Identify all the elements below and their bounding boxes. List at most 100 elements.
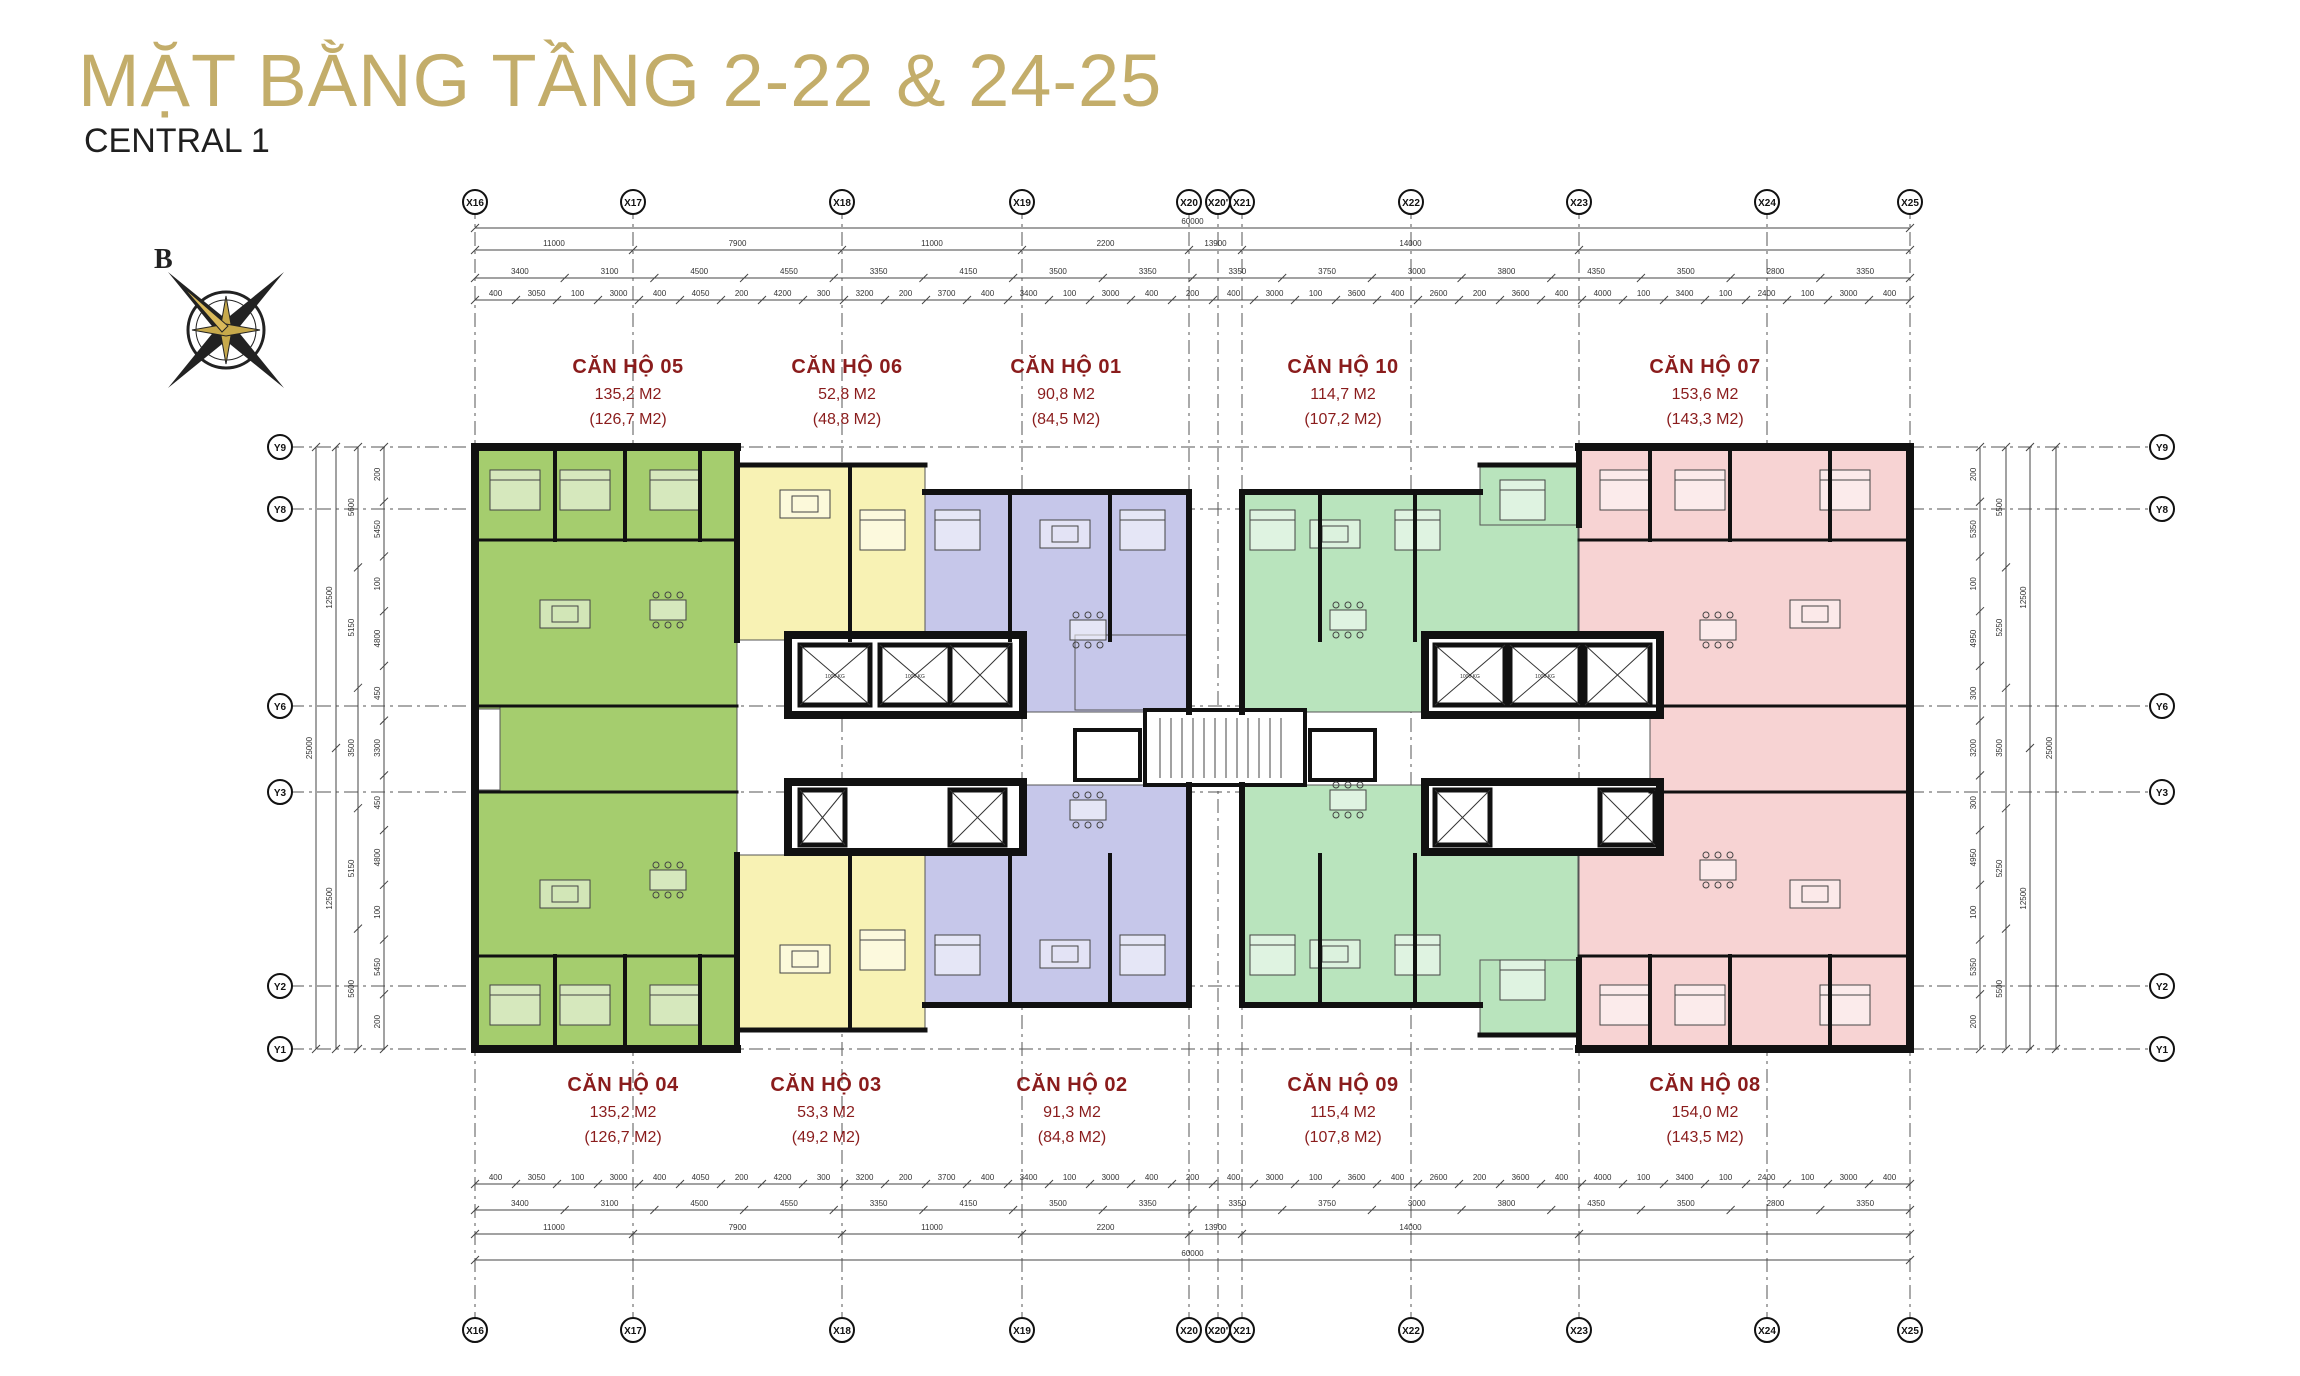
axis-label: X20 bbox=[1180, 198, 1198, 209]
dim-right-total-tick bbox=[2051, 442, 2061, 452]
dim-row3-text: 3000 bbox=[1840, 1173, 1858, 1182]
dim-row3-text: 4000 bbox=[1594, 1173, 1612, 1182]
dim-row2-tick bbox=[829, 1205, 839, 1215]
axis-bubble bbox=[1398, 1317, 1424, 1343]
chair-icon bbox=[1096, 611, 1104, 619]
dim-row3-tick bbox=[1413, 295, 1423, 305]
dim-right-total-text: 25000 bbox=[2045, 736, 2054, 759]
dim-right-c-tick bbox=[1975, 497, 1985, 507]
apartment-net-area: (84,5 M2) bbox=[1031, 410, 1101, 428]
dim-left-b-tick bbox=[353, 442, 363, 452]
dim-row2-text: 3400 bbox=[511, 267, 529, 276]
dim-row3-tick bbox=[1700, 295, 1710, 305]
dim-right-c-tick bbox=[1975, 880, 1985, 890]
page-subtitle: CENTRAL 1 bbox=[84, 122, 270, 160]
axis-label: X21 bbox=[1233, 1326, 1251, 1337]
dim-row3-tick bbox=[962, 1179, 972, 1189]
bed-icon bbox=[1819, 984, 1871, 1026]
dim-left-total-text: 25000 bbox=[305, 736, 314, 759]
coffee-table-icon bbox=[1051, 525, 1079, 543]
dim-row3-text: 3050 bbox=[528, 289, 546, 298]
dim-left-c-text: 200 bbox=[373, 1014, 382, 1028]
dim-right-b-text: 3500 bbox=[1995, 739, 2004, 757]
dim-row3-text: 3700 bbox=[938, 289, 956, 298]
dim-row2-text: 4150 bbox=[959, 267, 977, 276]
dim-row1-text: 11000 bbox=[543, 239, 565, 248]
chair-icon bbox=[1332, 601, 1340, 609]
dim-row2-tick bbox=[1457, 1205, 1466, 1215]
dim-row2-text: 4550 bbox=[780, 267, 798, 276]
dim-row3-text: 3600 bbox=[1512, 289, 1530, 298]
dim-left-c-tick bbox=[379, 989, 389, 999]
chair-icon bbox=[1702, 881, 1710, 889]
dim-row3-tick bbox=[552, 1179, 562, 1189]
axis-bubble bbox=[267, 434, 293, 460]
chair-icon bbox=[1702, 851, 1710, 859]
chair-icon bbox=[1356, 601, 1364, 609]
coffee-table-icon bbox=[1051, 945, 1079, 963]
bed-icon bbox=[1394, 934, 1441, 976]
dim-row2-text: 3500 bbox=[1049, 1199, 1067, 1208]
dim-row3-text: 3000 bbox=[610, 289, 628, 298]
dim-row3-tick bbox=[1536, 295, 1546, 305]
dim-row3-tick bbox=[634, 295, 644, 305]
dim-row3-text: 3400 bbox=[1020, 1173, 1038, 1182]
dim-row3-tick bbox=[675, 295, 685, 305]
apartment-05-04-link bbox=[499, 704, 738, 794]
dim-right-c-tick bbox=[1975, 935, 1985, 944]
axis-label: X17 bbox=[624, 1326, 642, 1337]
dim-left-c-tick bbox=[379, 771, 389, 780]
dim-row3-text: 3400 bbox=[1676, 1173, 1694, 1182]
axis-bubble bbox=[829, 189, 855, 215]
dim-row2-text: 3350 bbox=[1856, 1199, 1874, 1208]
axis-label: X24 bbox=[1758, 198, 1776, 209]
page-title: MẶT BẰNG TẦNG 2-22 & 24-25 bbox=[78, 39, 1163, 122]
dim-row3-tick bbox=[798, 1179, 808, 1189]
apartment-name: CĂN HỘ 05 bbox=[572, 356, 684, 378]
coffee-table-icon bbox=[791, 495, 819, 513]
dim-right-b-text: 5250 bbox=[1995, 618, 2004, 636]
dim-row2-text: 3350 bbox=[1139, 1199, 1157, 1208]
bed-icon bbox=[1499, 479, 1546, 521]
dim-row2-tick bbox=[1008, 273, 1018, 283]
chair-icon bbox=[1072, 791, 1080, 799]
bed-icon bbox=[1674, 469, 1726, 511]
dim-row3-tick bbox=[511, 295, 521, 305]
dim-row3-tick bbox=[716, 295, 726, 305]
coffee-table-icon bbox=[551, 885, 579, 903]
dim-row3-text: 200 bbox=[735, 1173, 749, 1182]
apartment-net-area: (84,8 M2) bbox=[1037, 1128, 1107, 1146]
dim-row2-text: 3350 bbox=[870, 267, 888, 276]
dim-row3-tick bbox=[1823, 1179, 1833, 1189]
dim-row2-tick bbox=[829, 273, 839, 283]
apartment-area: 115,4 M2 bbox=[1310, 1104, 1376, 1121]
chair-icon bbox=[1726, 641, 1734, 649]
chair-icon bbox=[664, 621, 672, 629]
chair-icon bbox=[1714, 641, 1722, 649]
dim-row3-tick bbox=[880, 295, 890, 305]
axis-bubble bbox=[267, 693, 293, 719]
shaft-box bbox=[1308, 728, 1377, 782]
axis-label: X20' bbox=[1208, 1326, 1228, 1337]
dim-row1-tick bbox=[1574, 1229, 1584, 1239]
bed-icon bbox=[489, 469, 541, 511]
chair-icon bbox=[1726, 851, 1734, 859]
dim-row2-text: 3750 bbox=[1318, 267, 1336, 276]
dim-left-c-text: 4800 bbox=[373, 629, 382, 647]
bed-icon bbox=[859, 929, 906, 971]
axis-label: X17 bbox=[624, 198, 642, 209]
dim-left-c-text: 450 bbox=[373, 686, 382, 700]
dim-row3-tick bbox=[1331, 295, 1341, 305]
chair-icon bbox=[664, 591, 672, 599]
dim-left-c-tick bbox=[379, 552, 389, 561]
dim-left-total-tick bbox=[311, 1044, 321, 1054]
dim-row1-tick bbox=[1237, 245, 1247, 255]
dim-right-a-text: 12500 bbox=[2019, 586, 2028, 609]
dim-row3-text: 200 bbox=[735, 289, 749, 298]
axis-bubble bbox=[267, 973, 293, 999]
dim-row3-tick bbox=[552, 295, 562, 305]
dim-row3-text: 4200 bbox=[774, 1173, 792, 1182]
dim-row3-tick bbox=[962, 295, 972, 305]
axis-bubble bbox=[267, 496, 293, 522]
dim-right-c-text: 200 bbox=[1969, 1014, 1978, 1028]
